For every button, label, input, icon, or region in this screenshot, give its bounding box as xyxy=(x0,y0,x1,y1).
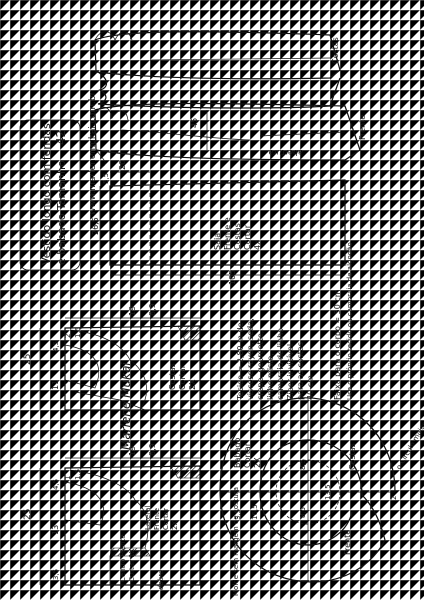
back-width-19: 19 xyxy=(128,306,137,316)
skirt-width-55: 5,5 xyxy=(102,173,110,184)
front-side-label: Lateral Frente Cortar 2X xyxy=(144,503,179,530)
ruffle-babado-label: Babado Cortar 2X xyxy=(233,435,262,468)
ruffle-165: 16,5 xyxy=(251,504,259,520)
front-measure-1: 1 xyxy=(64,476,72,480)
title-line2: e babado Tamanho xyxy=(55,160,68,265)
back-measure-11: 11 xyxy=(51,380,60,390)
illustration-back-label: Costas xyxy=(331,37,340,64)
fabric-notes: Tecido = 2,80 m de viscose rayon, seda, … xyxy=(236,242,354,401)
front-center-label: Centro Frente Cortar 1X xyxy=(119,532,136,582)
signature: Marlene Mukai xyxy=(119,362,133,450)
ruffle-135: 13,5 xyxy=(324,484,332,500)
ruffle-front-label: Frente xyxy=(343,530,352,555)
illustration-slit-label: abertura xyxy=(268,148,303,157)
ruffle-85b: 8,5 xyxy=(299,507,307,518)
skirt-pattern: 20 5,5 26,5 105 Saia Frente e Costas Cor… xyxy=(91,160,346,285)
front-height-25: 25 xyxy=(23,509,33,520)
back-height-25: 25 xyxy=(23,354,33,365)
ruffle-2: 2 xyxy=(390,496,398,500)
fabric-line-0: Tecido = 2,80 m de xyxy=(236,322,245,401)
fabric-line-1: viscose rayon, seda, xyxy=(246,318,255,400)
website-url: www.marlenemukai.com.br xyxy=(88,91,98,215)
back-measure-2: 2 xyxy=(64,334,72,338)
back-bodice-pattern: 25 19 8,9 11 4,5 2 1,5 Costas Cortar 2X xyxy=(23,303,201,411)
belt-note: Faixa para o corpo = 50 cm xyxy=(333,289,342,400)
fabric-line-4: cambraia de linho... xyxy=(276,320,285,400)
fabric-line-3: linho misto, xyxy=(266,353,275,400)
fabric-line-2: crepe, georgette, xyxy=(256,331,265,400)
front-bodice-pattern: 25 19 8,9 13 4,5 3,5 1 1,5 Lateral Frent… xyxy=(23,443,201,590)
back-measure-45: 4,5 xyxy=(52,341,60,352)
front-fold-label: dobra xyxy=(157,570,165,590)
ruffle-85a: 8,5 xyxy=(299,459,307,470)
dress-illustration: 45 abertura Costas Frente xyxy=(94,31,367,169)
ruffle-back-label: Costas xyxy=(348,443,357,470)
front-measure-15: 1,5 xyxy=(74,469,82,480)
skirt-label: Saia Frente e Costas Cortar 4x xyxy=(213,215,262,250)
fabric-line-5: Zíper invisível xyxy=(286,344,295,400)
ruffle-seam-note: Molde sem margem de costura xyxy=(232,487,240,596)
back-measure-15: 1,5 xyxy=(74,327,82,338)
illustration-measure-45: 45 xyxy=(190,118,199,128)
back-width-89: 8,9 xyxy=(148,303,157,316)
front-measure-45: 4,5 xyxy=(52,479,60,490)
fabric-line-7: 40 cm xyxy=(306,375,315,400)
ruffle-35: 3,5 xyxy=(234,509,242,520)
illustration-front-label: Frente xyxy=(358,115,367,140)
skirt-height-265: 26,5 xyxy=(91,217,100,235)
title-block: Vestido longo com fendas e babado Tamanh… xyxy=(19,119,81,271)
belt-note-2: Use o próprio tecido ou cambraia de algo… xyxy=(346,242,354,400)
front-width-19: 19 xyxy=(128,446,137,456)
back-bodice-label: Costas Cortar 2X xyxy=(168,361,197,390)
front-measure-13: 13 xyxy=(51,525,60,535)
title-size: 42 xyxy=(54,130,68,145)
front-width-89: 8,9 xyxy=(148,443,157,456)
title-line1: Vestido longo com fendas xyxy=(40,123,53,265)
fabric-line-6: para as costas xyxy=(296,342,305,400)
front-measure-35: 3,5 xyxy=(52,569,60,580)
skirt-width-20: 20 xyxy=(118,160,127,170)
skirt-length-105: 105 xyxy=(228,270,237,285)
